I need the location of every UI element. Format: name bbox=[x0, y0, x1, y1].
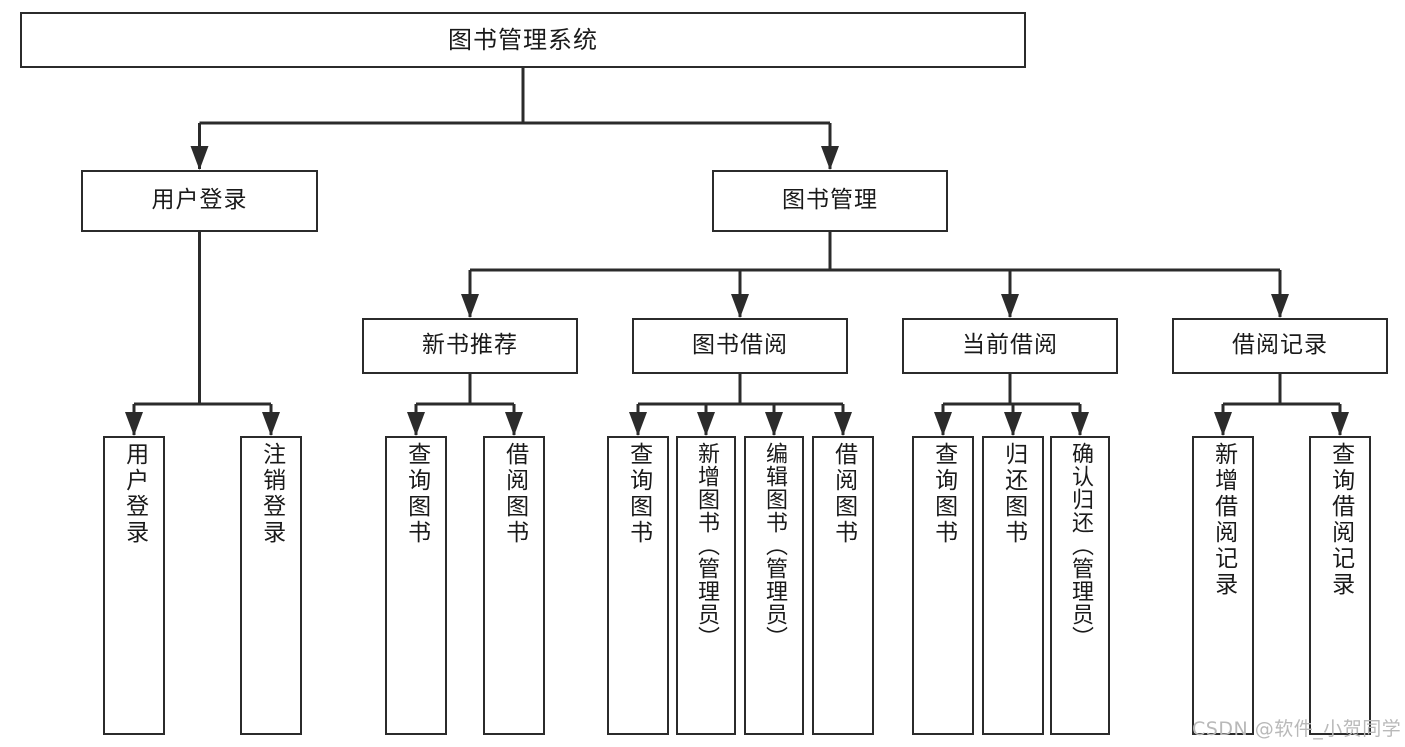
node-label: 查询图书 bbox=[403, 442, 430, 546]
node-leaf-3[interactable]: 查询图书 bbox=[385, 436, 447, 735]
node-leaf-6[interactable]: 新增图书（管理员） bbox=[676, 436, 736, 735]
node-label: 查询图书 bbox=[930, 442, 957, 546]
node-label: 查询借阅记录 bbox=[1327, 442, 1354, 598]
node-leaf-2[interactable]: 注销登录 bbox=[240, 436, 302, 735]
node-records[interactable]: 借阅记录 bbox=[1172, 318, 1388, 374]
node-leaf-8[interactable]: 借阅图书 bbox=[812, 436, 874, 735]
node-leaf-5[interactable]: 查询图书 bbox=[607, 436, 669, 735]
node-leaf-1[interactable]: 用户登录 bbox=[103, 436, 165, 735]
node-label: 借阅图书 bbox=[830, 442, 857, 546]
watermark-text: CSDN @软件_小贺同学 bbox=[1192, 718, 1402, 740]
node-leaf-10[interactable]: 归还图书 bbox=[982, 436, 1044, 735]
node-label: 当前借阅 bbox=[962, 332, 1058, 359]
node-label: 编辑图书（管理员） bbox=[761, 442, 787, 649]
node-label: 用户登录 bbox=[151, 187, 248, 214]
node-login[interactable]: 用户登录 bbox=[81, 170, 318, 232]
node-label: 归还图书 bbox=[1000, 442, 1027, 546]
node-leaf-7[interactable]: 编辑图书（管理员） bbox=[744, 436, 804, 735]
node-label: 新书推荐 bbox=[422, 332, 518, 359]
node-leaf-4[interactable]: 借阅图书 bbox=[483, 436, 545, 735]
node-label: 借阅图书 bbox=[501, 442, 528, 546]
node-leaf-13[interactable]: 查询借阅记录 bbox=[1309, 436, 1371, 735]
node-current[interactable]: 当前借阅 bbox=[902, 318, 1118, 374]
node-leaf-9[interactable]: 查询图书 bbox=[912, 436, 974, 735]
node-label: 注销登录 bbox=[258, 442, 285, 546]
node-leaf-11[interactable]: 确认归还（管理员） bbox=[1050, 436, 1110, 735]
node-newbook[interactable]: 新书推荐 bbox=[362, 318, 578, 374]
node-borrow[interactable]: 图书借阅 bbox=[632, 318, 848, 374]
node-root[interactable]: 图书管理系统 bbox=[20, 12, 1026, 68]
node-label: 新增图书（管理员） bbox=[693, 442, 719, 649]
node-label: 用户登录 bbox=[121, 442, 148, 546]
node-label: 图书借阅 bbox=[692, 332, 788, 359]
node-leaf-12[interactable]: 新增借阅记录 bbox=[1192, 436, 1254, 735]
node-label: 新增借阅记录 bbox=[1210, 442, 1237, 598]
node-label: 确认归还（管理员） bbox=[1067, 442, 1093, 649]
node-label: 图书管理系统 bbox=[448, 25, 598, 54]
node-label: 查询图书 bbox=[625, 442, 652, 546]
node-label: 借阅记录 bbox=[1232, 332, 1328, 359]
node-bookmgmt[interactable]: 图书管理 bbox=[712, 170, 948, 232]
node-label: 图书管理 bbox=[782, 187, 878, 214]
